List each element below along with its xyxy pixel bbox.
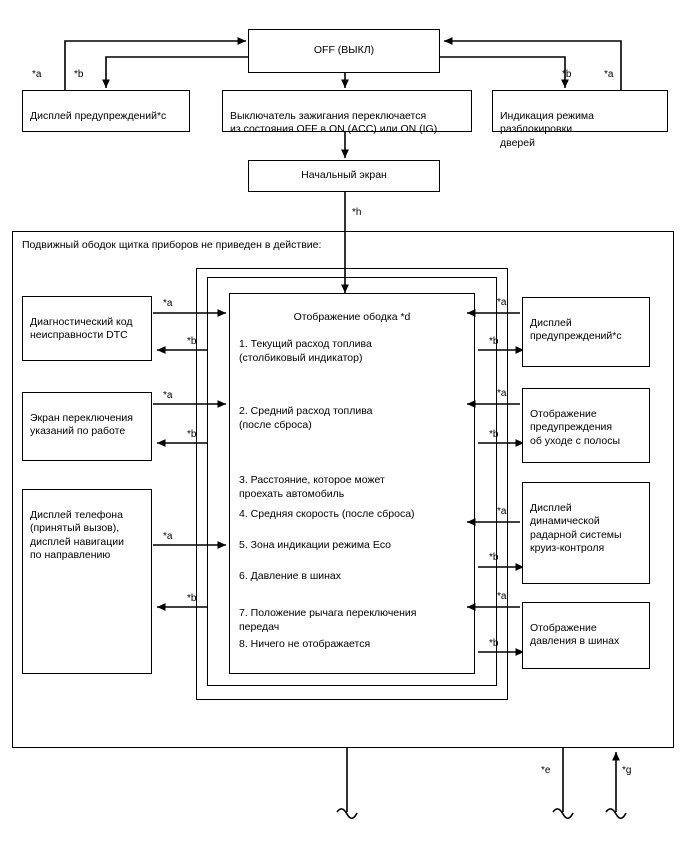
node-lane-departure-label: Отображение предупреждения об уходе с по…: [530, 407, 620, 447]
ring-list-item-2: 2. Средний расход топлива (после сброса): [239, 405, 373, 431]
node-tire-pressure-right-label: Отображение давления в шинах: [530, 621, 620, 648]
node-initial-screen-label: Начальный экран: [301, 169, 387, 182]
node-phone-nav-label: Дисплей телефона (принятый вызов), диспл…: [30, 508, 124, 562]
edge-label-a-warning-right: *a: [497, 297, 507, 308]
edge-label-a-phone: *a: [163, 531, 173, 542]
ring-list-item-6: 6. Давление в шинах: [239, 570, 342, 582]
edge-label-b-lane: *b: [489, 429, 499, 440]
node-warning-display-top: Дисплей предупреждений*c: [22, 90, 190, 132]
edge-label-a-tire: *a: [497, 591, 507, 602]
edge-label-b-dtc: *b: [187, 336, 197, 347]
node-ignition-switch-label: Выключатель зажигания переключается из с…: [230, 109, 438, 136]
break-squiggles: [336, 808, 627, 820]
edge-label-a-opsw: *a: [163, 390, 173, 401]
ring-list-item-7: 7. Положение рычага переключения передач: [239, 607, 417, 633]
edge-label-a-top-left: *a: [32, 69, 42, 80]
edge-label-h: *h: [352, 207, 362, 218]
ring-frame-middle: [207, 277, 497, 686]
edge-label-a-dtc: *a: [163, 298, 173, 309]
node-tire-pressure-right: Отображение давления в шинах: [522, 602, 650, 669]
node-ignition-switch: Выключатель зажигания переключается из с…: [222, 90, 472, 135]
node-radar-cruise: Дисплей динамической радарной системы кр…: [522, 482, 650, 584]
edge-label-e: *e: [541, 765, 551, 776]
ring-display-title: Отображение ободка *d: [293, 311, 411, 323]
ring-list-item-4: 4. Средняя скорость (после сброса): [239, 508, 415, 520]
node-warning-display-top-label: Дисплей предупреждений*c: [30, 109, 167, 122]
ring-list-item-8: 8. Ничего не отображается: [239, 638, 371, 650]
node-initial-screen: Начальный экран: [248, 160, 440, 192]
ring-frame-outer: [196, 268, 508, 700]
edge-label-b-tire: *b: [489, 638, 499, 649]
node-off-label: OFF (ВЫКЛ): [313, 44, 375, 57]
edge-label-b-opsw: *b: [187, 429, 197, 440]
ring-list-item-5: 5. Зона индикации режима Eco: [239, 539, 391, 551]
edge-label-b-phone: *b: [187, 593, 197, 604]
edge-label-a-radar: *a: [497, 506, 507, 517]
ring-list-item-3: 3. Расстояние, которое может проехать ав…: [239, 474, 385, 500]
node-dtc: Диагностический код неисправности DTC: [22, 296, 152, 361]
ring-list-item-1: 1. Текущий расход топлива (столбиковый и…: [239, 338, 372, 364]
node-dtc-label: Диагностический код неисправности DTC: [30, 315, 133, 342]
ring-frame-inner: [229, 293, 475, 674]
node-operation-switch-screen: Экран переключения указаний по работе: [22, 392, 152, 461]
edge-label-g: *g: [622, 765, 632, 776]
node-operation-switch-screen-label: Экран переключения указаний по работе: [30, 411, 133, 438]
edge-label-b-top-left: *b: [74, 69, 84, 80]
node-phone-nav: Дисплей телефона (принятый вызов), диспл…: [22, 489, 152, 674]
node-door-unlock-label: Индикация режима разблокировки дверей: [500, 109, 594, 149]
edge-label-b-warning-right: *b: [489, 336, 499, 347]
node-door-unlock: Индикация режима разблокировки дверей: [492, 90, 668, 149]
node-warning-display-right: Дисплей предупреждений*c: [522, 297, 650, 367]
node-warning-display-right-label: Дисплей предупреждений*c: [530, 316, 622, 343]
node-radar-cruise-label: Дисплей динамической радарной системы кр…: [530, 501, 622, 555]
node-lane-departure: Отображение предупреждения об уходе с по…: [522, 388, 650, 463]
ring-not-activated-container: [12, 231, 674, 748]
edge-label-a-lane: *a: [497, 388, 507, 399]
edge-label-a-top-right: *a: [604, 69, 614, 80]
edge-label-b-top-right: *b: [562, 69, 572, 80]
container-label: Подвижный ободок щитка приборов не приве…: [22, 239, 322, 251]
edge-label-b-radar: *b: [489, 552, 499, 563]
node-off: OFF (ВЫКЛ): [248, 29, 440, 73]
